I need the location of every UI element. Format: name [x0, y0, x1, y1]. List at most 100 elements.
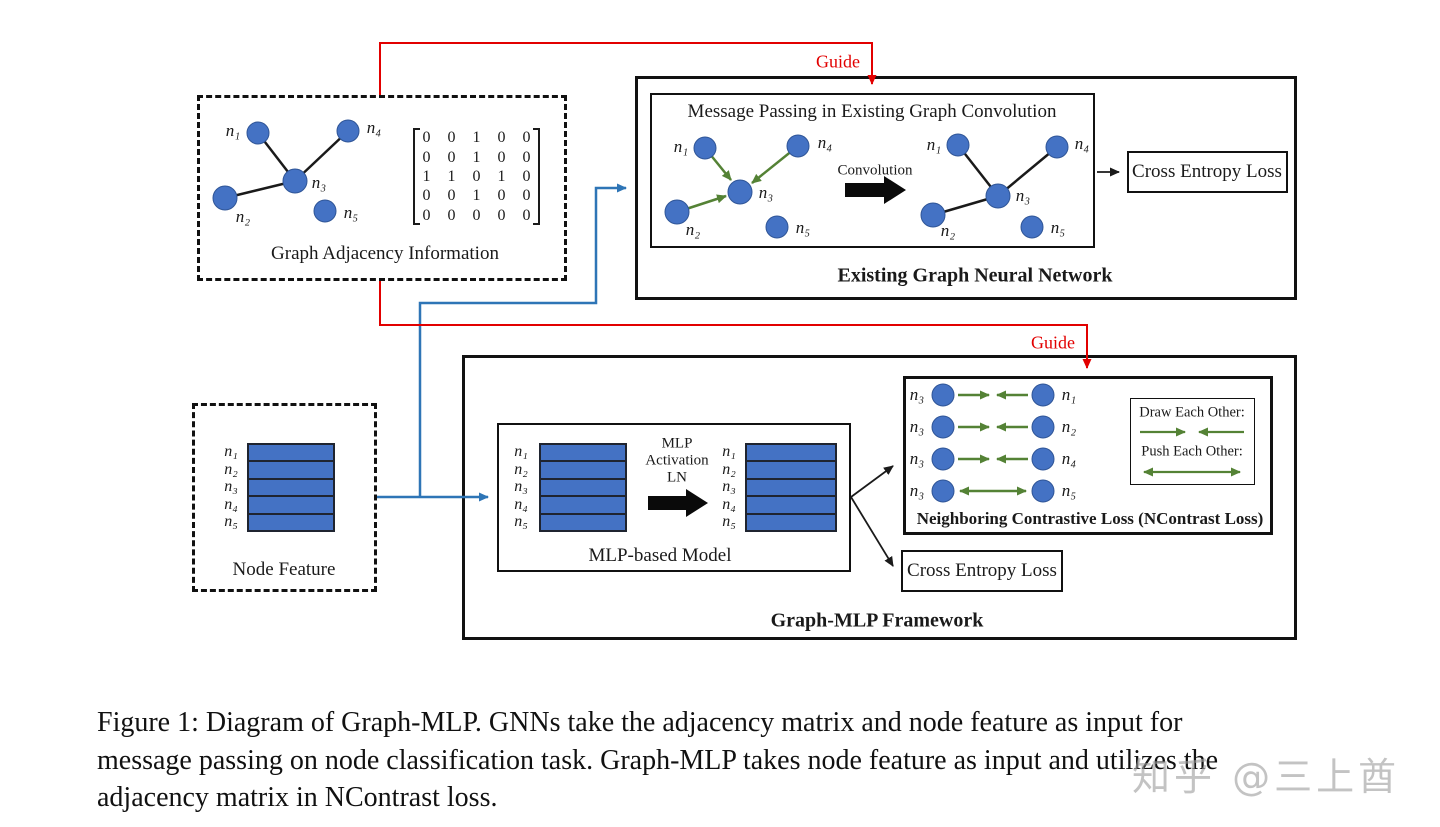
row-label-n1: n₁ [722, 443, 736, 460]
adjacency-matrix: 0 0 1 0 0 0 0 1 0 0 1 1 0 1 0 0 0 1 0 0 … [413, 128, 540, 225]
pair-label-n4: n₄ [1061, 449, 1077, 468]
matrix-rows: 0 0 1 0 0 0 0 1 0 0 1 1 0 1 0 0 0 1 0 0 … [420, 128, 533, 225]
pair-dot [931, 479, 955, 503]
caption-line-1: Figure 1: Diagram of Graph-MLP. GNNs tak… [97, 707, 1183, 738]
node-feature-box [192, 403, 377, 592]
figure-caption: Figure 1: Diagram of Graph-MLP. GNNs tak… [97, 704, 1218, 817]
mlp-transform-arrow [648, 489, 708, 517]
convolved-graph-nodes [920, 133, 1069, 239]
node-label-n3: n₃ [758, 183, 774, 202]
mlp-step-line1: MLP [661, 435, 693, 452]
guide-wire-bottom [379, 281, 1092, 369]
node-label-n1: n₁ [926, 135, 942, 154]
node-label-n5: n₅ [1050, 218, 1066, 237]
ncontrast-title: Neighboring Contrastive Loss (NContrast … [916, 509, 1264, 528]
pair-label-n3: n₃ [909, 417, 925, 436]
feature-row [249, 495, 333, 513]
node-label-n3: n₃ [311, 173, 327, 192]
pair-label-n3: n₃ [909, 449, 925, 468]
node-n5 [313, 199, 337, 223]
row-label-n3: n₃ [224, 478, 238, 495]
row-label-n3: n₃ [722, 478, 736, 495]
feature-row [747, 495, 835, 513]
pair-label-n5: n₅ [1061, 481, 1077, 500]
feature-row [541, 477, 625, 496]
pair-dot [1031, 415, 1055, 439]
feature-row [249, 445, 333, 461]
cross-entropy-label-top: Cross Entropy Loss [1132, 161, 1282, 182]
feature-row [541, 460, 625, 478]
node-n3 [727, 179, 753, 205]
feature-row [541, 445, 625, 461]
legend-arrows [1140, 427, 1244, 477]
guide-wire-top [379, 42, 877, 95]
branch-arrow-to-crossentropy [850, 496, 894, 567]
row-label-n1: n₁ [514, 443, 528, 460]
matrix-row: 0 0 0 0 0 [422, 206, 531, 224]
node-label-n1: n₁ [673, 137, 689, 156]
message-passing-box [650, 93, 1095, 248]
mlp-step-line3: LN [667, 469, 687, 486]
message-passing-title: Message Passing in Existing Graph Convol… [687, 101, 1057, 122]
node-n1 [246, 121, 270, 145]
node-n4 [1045, 135, 1069, 159]
wire-nodefeature-to-gnn [418, 183, 627, 497]
node-n2 [920, 202, 946, 228]
mlp-step-line2: Activation [645, 452, 709, 469]
row-label-n2: n₂ [224, 461, 238, 478]
feature-row [747, 460, 835, 478]
feature-row [747, 477, 835, 496]
row-label-n3: n₃ [514, 478, 528, 495]
adjacency-title: Graph Adjacency Information [271, 243, 499, 264]
node-feature-stack [247, 443, 335, 532]
framework-title: Graph-MLP Framework [770, 609, 984, 632]
feature-row [541, 495, 625, 513]
convolution-label: Convolution [837, 162, 913, 179]
node-n1 [946, 133, 970, 157]
node-label-n4: n₄ [817, 133, 833, 152]
node-label-n2: n₂ [235, 207, 251, 226]
cross-entropy-box-bottom [901, 550, 1063, 592]
node-label-n2: n₂ [940, 221, 956, 240]
legend-push-label: Push Each Other: [1141, 443, 1243, 460]
adjacency-info-box [197, 95, 567, 281]
matrix-row: 0 0 1 0 0 [422, 148, 531, 166]
branch-arrow-to-ncontrast [850, 465, 894, 498]
pair-dot [931, 447, 955, 471]
node-feature-title: Node Feature [232, 559, 336, 580]
caption-line-2: message passing on node classification t… [97, 744, 1218, 776]
row-label-n4: n₄ [514, 496, 528, 513]
cross-entropy-box-top [1127, 151, 1288, 193]
pair-dot [1031, 447, 1055, 471]
ncontrast-box [903, 376, 1273, 535]
feature-row [747, 512, 835, 531]
ncontrast-pair-arrows [958, 390, 1028, 496]
mlp-box-title: MLP-based Model [588, 545, 732, 566]
message-passing-nodes [664, 134, 810, 239]
caption-line-3: adjacency matrix in NContrast loss. [97, 782, 498, 813]
node-n4 [786, 134, 810, 158]
matrix-bracket-right [533, 128, 540, 225]
node-n2 [664, 199, 690, 225]
node-label-n4: n₄ [1074, 134, 1090, 153]
row-label-n5: n₅ [514, 513, 528, 530]
ncontrast-legend-box [1130, 398, 1255, 485]
mlp-input-stack [539, 443, 627, 532]
gnn-outer-box [635, 76, 1297, 300]
row-label-n4: n₄ [224, 496, 238, 513]
matrix-bracket-left [413, 128, 420, 225]
node-n3 [985, 183, 1011, 209]
guide-label-bottom: Guide [1031, 332, 1075, 353]
node-label-n5: n₅ [343, 203, 359, 222]
pair-label-n2: n₂ [1061, 417, 1077, 436]
ncontrast-pair-dots [931, 383, 1055, 503]
legend-draw-label: Draw Each Other: [1139, 404, 1245, 421]
mlp-model-box [497, 423, 851, 572]
node-n5 [765, 215, 789, 239]
matrix-row: 0 0 1 0 0 [422, 187, 531, 205]
mlp-output-stack [745, 443, 837, 532]
adjacency-graph-nodes [212, 119, 360, 223]
matrix-row: 0 0 1 0 0 [422, 129, 531, 147]
